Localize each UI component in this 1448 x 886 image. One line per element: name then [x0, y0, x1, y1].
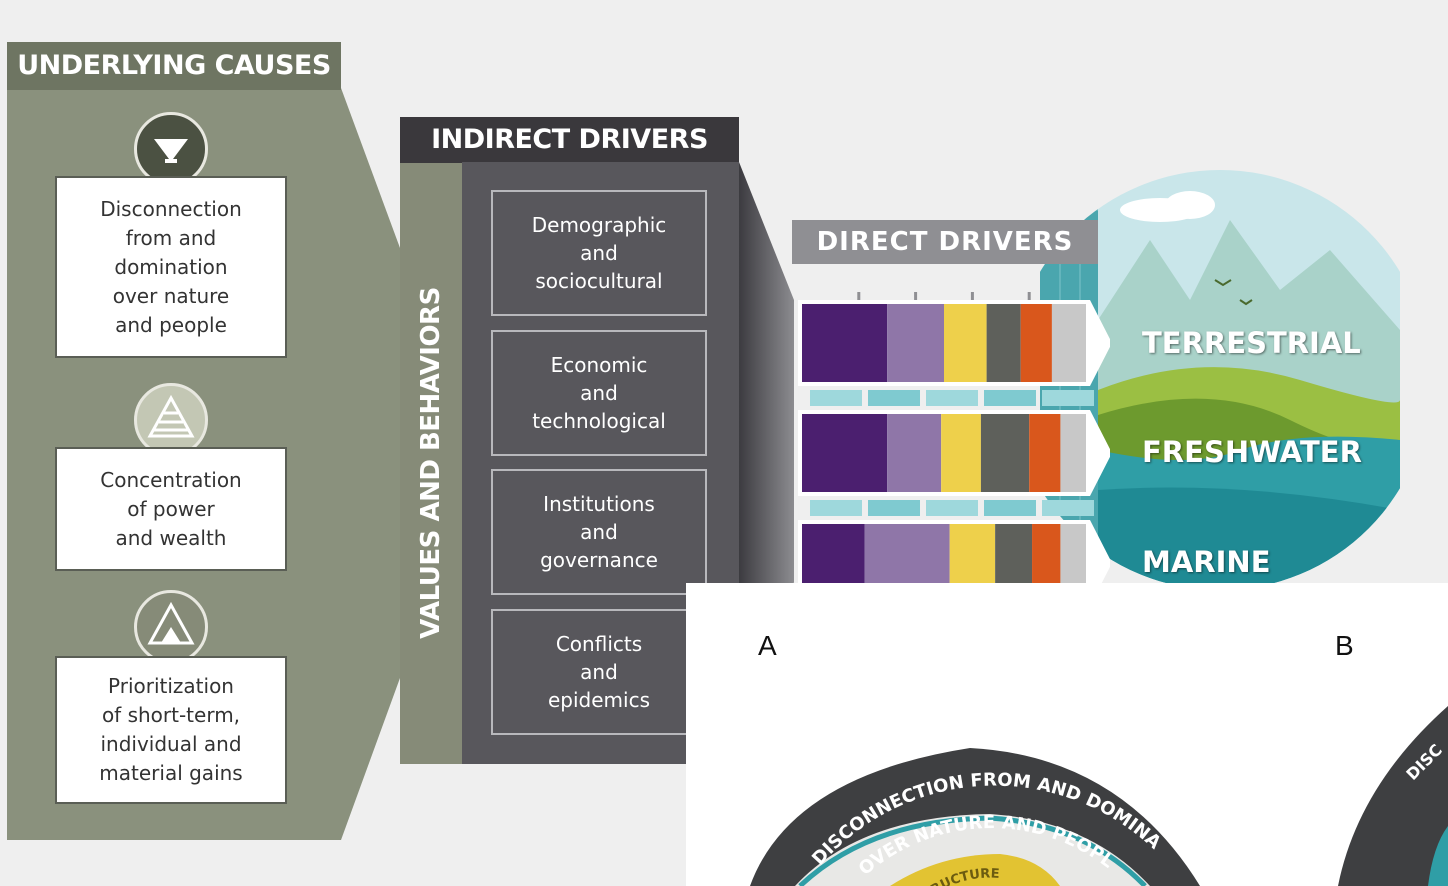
underlying-causes-header: UNDERLYING CAUSES	[7, 42, 341, 90]
driver-segment-marine-3	[995, 524, 1033, 584]
driver-line: sociocultural	[535, 269, 663, 293]
cause-line: over nature	[112, 283, 230, 308]
driver-segment-marine-2	[949, 524, 996, 584]
driver-line: technological	[532, 409, 666, 433]
underlying-causes-title: UNDERLYING CAUSES	[17, 50, 331, 81]
indirect-driver-demographic: Demographic and sociocultural	[491, 190, 707, 316]
driver-segment-terrestrial-0	[802, 304, 888, 382]
realm-label-freshwater: FRESHWATER	[1142, 435, 1362, 469]
driver-line: and	[580, 660, 618, 684]
driver-line: Conflicts	[555, 632, 643, 656]
driver-text: Conflicts and epidemics	[548, 630, 650, 714]
driver-segment-terrestrial-4	[1020, 304, 1052, 382]
indirect-driver-economic: Economic and technological	[491, 330, 707, 456]
connector-strip	[1042, 390, 1094, 406]
driver-text: Economic and technological	[532, 351, 666, 435]
cause-line: Disconnection	[100, 196, 242, 221]
connector-strip	[868, 500, 920, 516]
cause-text: Disconnection from and domination over n…	[100, 195, 242, 340]
cause-line: Concentration	[100, 467, 242, 492]
driver-segment-marine-0	[802, 524, 865, 584]
driver-line: and	[580, 241, 618, 265]
cause-line: material gains	[99, 761, 243, 785]
connector-strip	[810, 390, 862, 406]
connector-strip	[1042, 500, 1094, 516]
driver-segment-freshwater-0	[802, 414, 888, 492]
cause-line: individual and	[100, 732, 242, 756]
cause-box-concentration: Concentration of power and wealth	[55, 447, 287, 571]
connector-strip	[926, 500, 978, 516]
driver-line: Demographic	[531, 213, 667, 237]
pyramid-icon	[134, 383, 208, 457]
realm-arrow	[1090, 520, 1110, 584]
cause-line: and people	[115, 312, 227, 337]
driver-segment-freshwater-1	[887, 414, 942, 492]
realm-arrow	[1090, 410, 1110, 496]
driver-line: Institutions	[543, 492, 655, 516]
cause-line: of power	[127, 496, 215, 521]
driver-segment-terrestrial-2	[944, 304, 987, 382]
cause-line: domination	[114, 254, 228, 279]
cause-box-disconnection: Disconnection from and domination over n…	[55, 176, 287, 358]
driver-text: Demographic and sociocultural	[532, 211, 667, 295]
cause-line: Prioritization	[108, 674, 234, 698]
driver-text: Institutions and governance	[540, 490, 658, 574]
values-behaviors-text: VALUES AND BEHAVIORS	[416, 287, 447, 639]
connector-strip	[868, 390, 920, 406]
connector-strip	[810, 500, 862, 516]
cause-line: from and	[125, 225, 217, 250]
realm-label-marine: MARINE	[1142, 545, 1271, 579]
driver-segment-freshwater-3	[980, 414, 1030, 492]
connector-strip	[984, 390, 1036, 406]
driver-segment-freshwater-2	[941, 414, 981, 492]
cause-text: Prioritization of short-term, individual…	[99, 672, 242, 788]
driver-line: Economic	[550, 353, 648, 377]
cause-text: Concentration of power and wealth	[100, 466, 241, 553]
cause-box-prioritization: Prioritization of short-term, individual…	[55, 656, 287, 804]
realm-label-terrestrial: TERRESTRIAL	[1142, 326, 1361, 360]
driver-line: and	[580, 520, 618, 544]
driver-line: governance	[540, 548, 658, 572]
indirect-driver-conflicts: Conflicts and epidemics	[491, 609, 707, 735]
connector-strip	[926, 390, 978, 406]
values-behaviors-bar	[400, 162, 462, 764]
driver-segment-terrestrial-5	[1051, 304, 1086, 382]
panel-label-a: A	[758, 630, 777, 661]
cause-line: and wealth	[115, 525, 227, 550]
driver-segment-freshwater-5	[1060, 414, 1086, 492]
cause-line: of short-term,	[101, 703, 241, 727]
indirect-drivers-title: INDIRECT DRIVERS	[431, 124, 708, 155]
panel-label-b: B	[1335, 630, 1354, 661]
funnel-icon	[134, 112, 208, 186]
triangle-icon	[134, 590, 208, 664]
driver-segment-terrestrial-1	[887, 304, 944, 382]
direct-drivers-bars	[798, 292, 1110, 584]
indirect-drivers-header: INDIRECT DRIVERS	[400, 117, 739, 163]
inset-ring-diagram-b: DISC	[1338, 706, 1448, 886]
driver-segment-marine-4	[1032, 524, 1061, 584]
driver-line: and	[580, 381, 618, 405]
driver-segment-marine-5	[1060, 524, 1086, 584]
driver-line: epidemics	[547, 688, 650, 712]
direct-drivers-title: DIRECT DRIVERS	[816, 227, 1074, 257]
driver-segment-freshwater-4	[1029, 414, 1061, 492]
indirect-driver-institutions: Institutions and governance	[491, 469, 707, 595]
driver-segment-marine-1	[864, 524, 950, 584]
realm-arrow	[1090, 300, 1110, 386]
driver-segment-terrestrial-3	[986, 304, 1021, 382]
direct-drivers-header: DIRECT DRIVERS	[792, 220, 1098, 264]
inset-ring-diagram-a: DISCONNECTION FROM AND DOMINATION OVER N…	[700, 736, 1200, 886]
values-behaviors-label: VALUES AND BEHAVIORS	[400, 162, 462, 764]
connector-strip	[984, 500, 1036, 516]
